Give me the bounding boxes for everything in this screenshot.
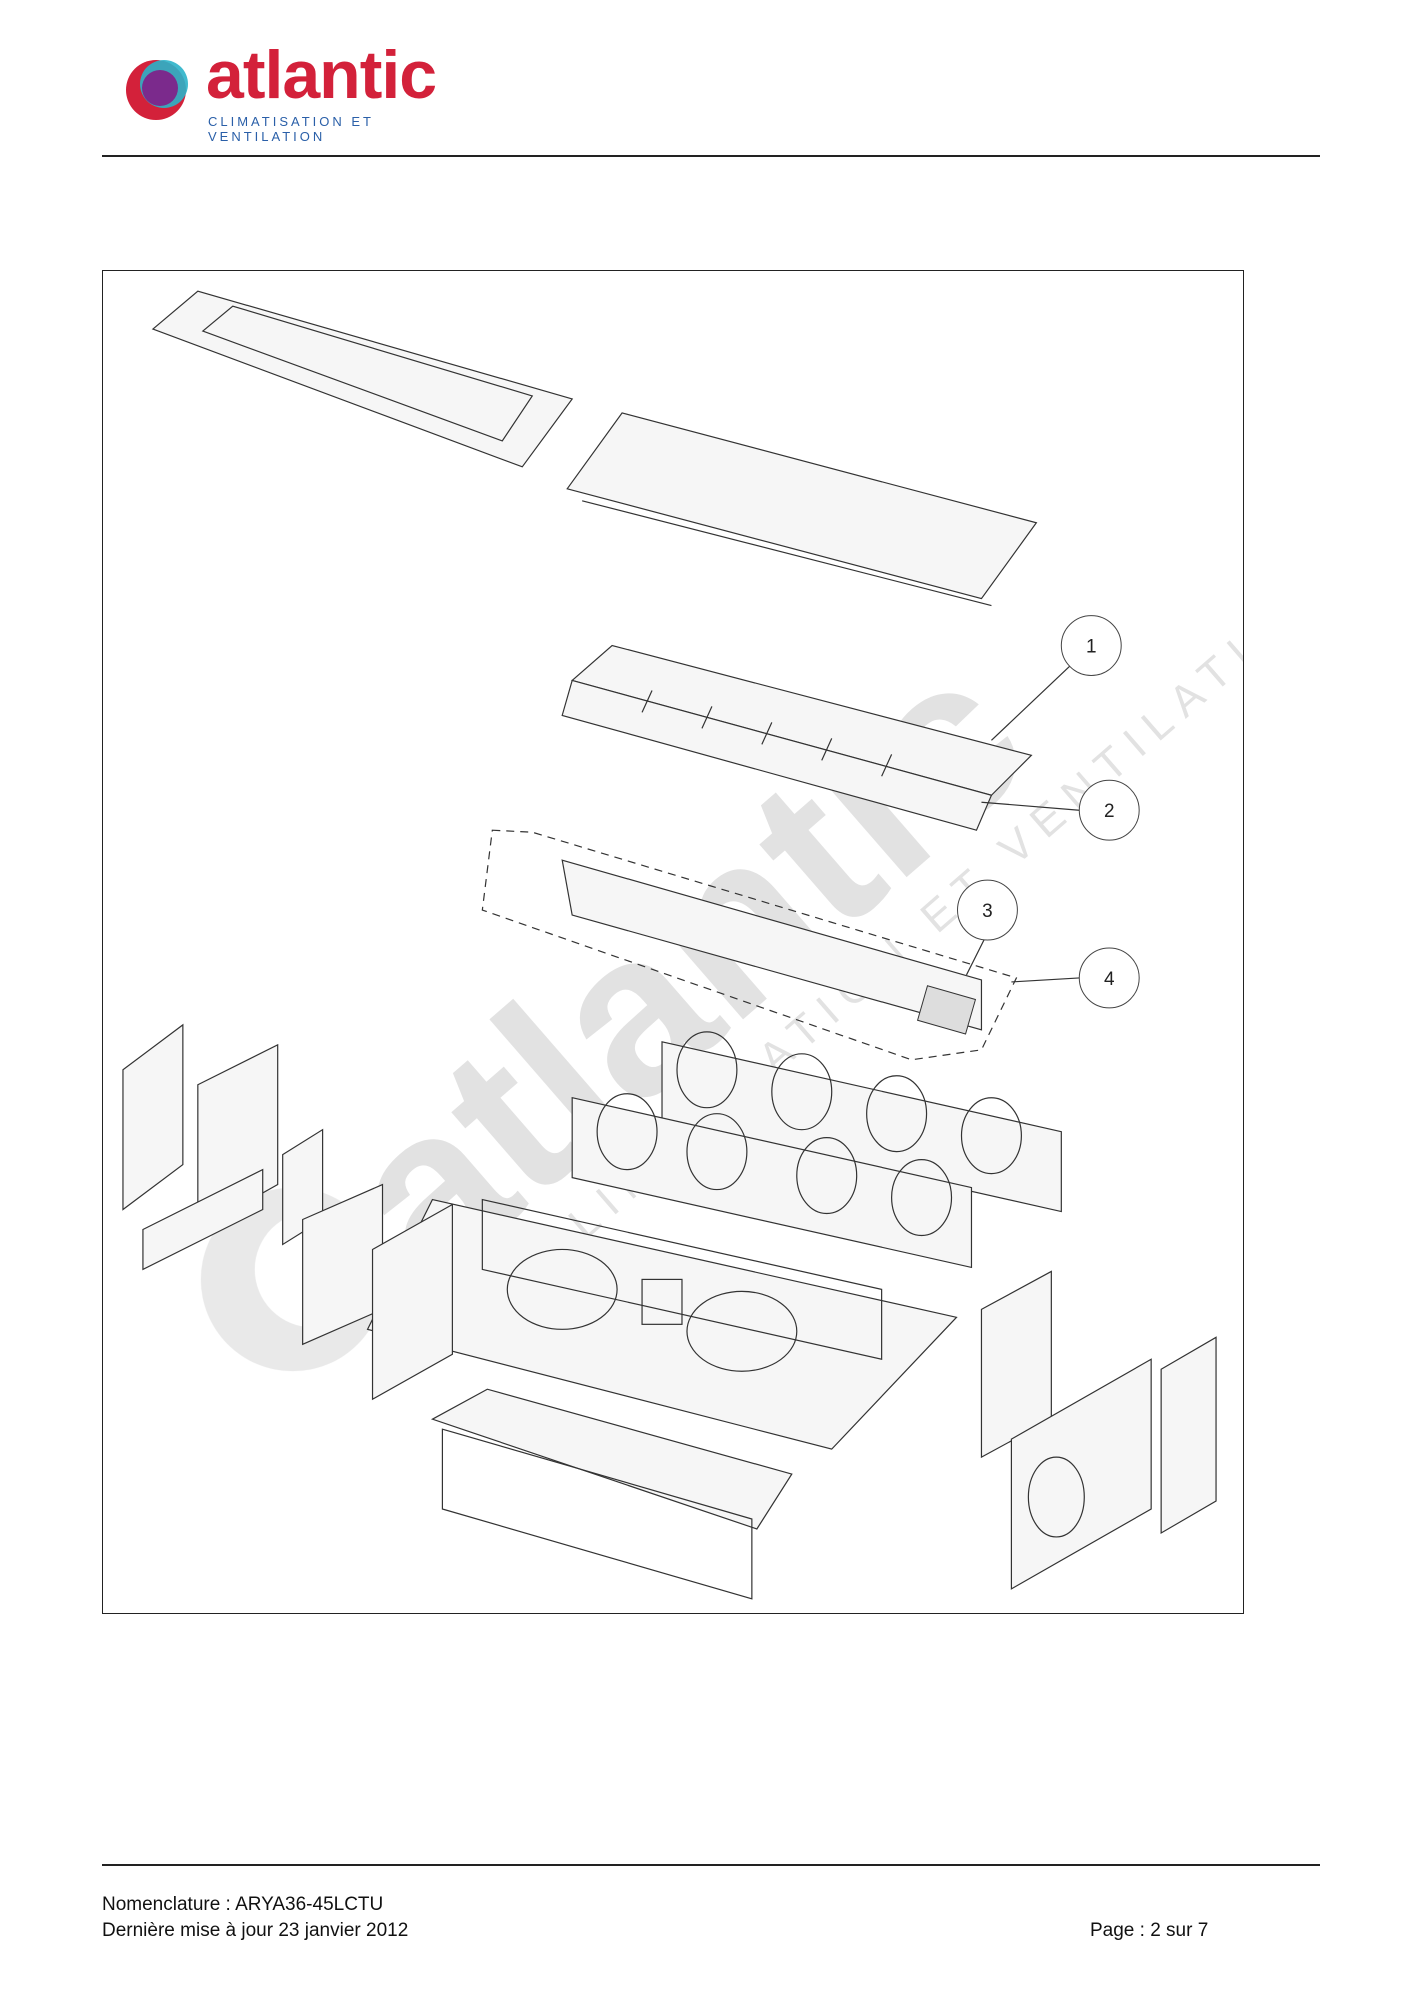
callout-label-2: 2 (1104, 801, 1115, 822)
top-frame-panel (151, 290, 574, 468)
callout-2: 2 (981, 779, 1140, 841)
filter-panels (571, 1031, 1062, 1269)
logo-tagline: CLIMATISATION ET VENTILATION (208, 114, 374, 144)
exploded-view-drawing: atlantic CLIMATISATION ET VENTILATION (122, 290, 1243, 1600)
callout-label-4: 4 (1104, 969, 1115, 990)
header-rule (102, 155, 1320, 157)
atlantic-logo: atlantic CLIMATISATION ET VENTILATION (120, 37, 480, 144)
callout-label-1: 1 (1086, 637, 1097, 658)
exploded-diagram-frame: atlantic CLIMATISATION ET VENTILATION (102, 270, 1244, 1614)
drain-pan (561, 644, 1033, 831)
heat-exchanger-coil (481, 829, 1018, 1061)
callout-3: 3 (957, 879, 1018, 976)
callout-label-3: 3 (982, 901, 993, 922)
top-cover-panel (566, 412, 1038, 607)
front-frame (430, 1388, 793, 1600)
callout-4: 4 (1011, 947, 1140, 1009)
footer-page-number: Page : 2 sur 7 (1090, 1920, 1209, 1941)
footer-last-updated: Dernière mise à jour 23 janvier 2012 (102, 1920, 409, 1941)
left-side-panels (122, 1023, 453, 1401)
chassis-blowers (366, 1198, 958, 1450)
footer-rule (102, 1864, 1320, 1866)
footer-nomenclature: Nomenclature : ARYA36-45LCTU (102, 1894, 384, 1915)
logo-mark-icon (126, 60, 188, 120)
callout-1: 1 (991, 615, 1122, 741)
right-side-panels (980, 1270, 1217, 1590)
logo-wordmark: atlantic (206, 37, 437, 113)
